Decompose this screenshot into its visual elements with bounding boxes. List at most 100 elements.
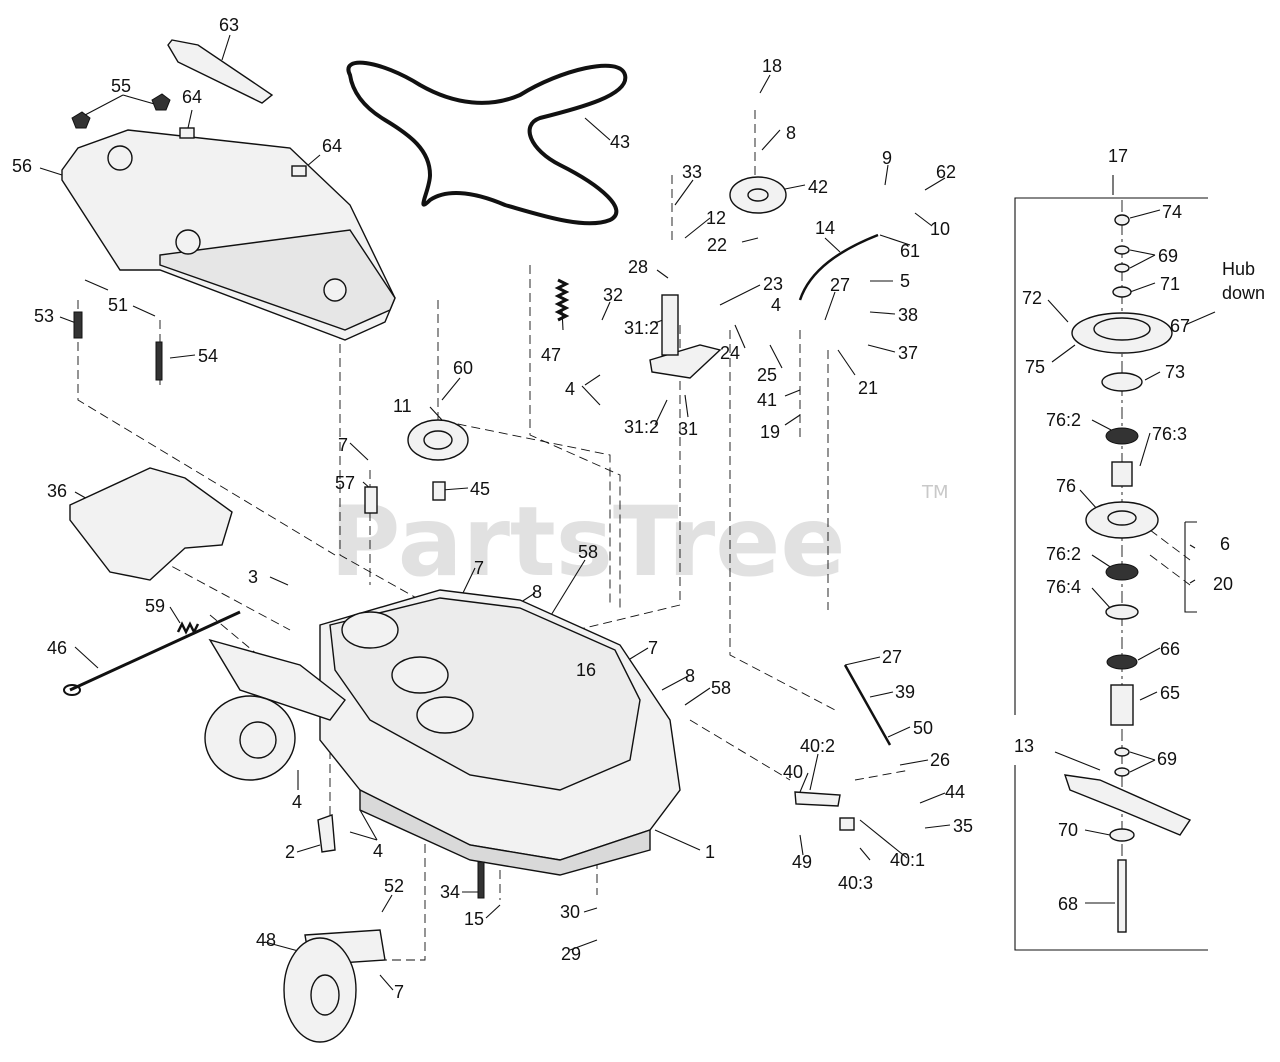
callout-46: 46 bbox=[47, 638, 67, 658]
callout-27: 27 bbox=[830, 275, 850, 295]
callout-39: 39 bbox=[895, 682, 915, 702]
callout-41: 41 bbox=[757, 390, 777, 410]
callout-48: 48 bbox=[256, 930, 276, 950]
callout-27: 27 bbox=[882, 647, 902, 667]
callout-76-2: 76:2 bbox=[1046, 544, 1081, 564]
callout-74: 74 bbox=[1162, 202, 1182, 222]
caster-arm bbox=[208, 638, 346, 721]
callout-31: 31 bbox=[678, 419, 698, 439]
callout-13: 13 bbox=[1014, 736, 1034, 756]
callout-76-3: 76:3 bbox=[1152, 424, 1187, 444]
watermark-trademark: TM bbox=[921, 482, 949, 503]
callout-76: 76 bbox=[1056, 476, 1076, 496]
callout-65: 65 bbox=[1160, 683, 1180, 703]
callout-29: 29 bbox=[561, 944, 581, 964]
spring-59 bbox=[176, 621, 200, 635]
callout-8: 8 bbox=[786, 123, 796, 143]
callout-70: 70 bbox=[1058, 820, 1078, 840]
callout-12: 12 bbox=[706, 208, 726, 228]
callout-63: 63 bbox=[219, 15, 239, 35]
callout-4: 4 bbox=[373, 841, 383, 861]
callout-4: 4 bbox=[771, 295, 781, 315]
callout-3: 3 bbox=[248, 567, 258, 587]
callout-38: 38 bbox=[898, 305, 918, 325]
callout-58: 58 bbox=[711, 678, 731, 698]
callout-20: 20 bbox=[1213, 574, 1233, 594]
knob-55b bbox=[151, 93, 171, 111]
callout-31-2: 31:2 bbox=[624, 417, 659, 437]
rod-39 bbox=[843, 664, 892, 746]
callout-75: 75 bbox=[1025, 357, 1045, 377]
callout-7: 7 bbox=[338, 435, 348, 455]
callout-16: 16 bbox=[576, 660, 596, 680]
callout-33: 33 bbox=[682, 162, 702, 182]
callout-37: 37 bbox=[898, 343, 918, 363]
callout-51: 51 bbox=[108, 295, 128, 315]
callout-62: 62 bbox=[936, 162, 956, 182]
callout-18: 18 bbox=[762, 56, 782, 76]
note-hub-line2: down bbox=[1222, 283, 1265, 303]
callout-40-1: 40:1 bbox=[890, 850, 925, 870]
leader-lines bbox=[39, 34, 1216, 991]
callout-21: 21 bbox=[858, 378, 878, 398]
knob-55a bbox=[71, 111, 91, 129]
callout-59: 59 bbox=[145, 596, 165, 616]
callout-47: 47 bbox=[541, 345, 561, 365]
decal-63 bbox=[167, 39, 274, 104]
callout-24: 24 bbox=[720, 343, 740, 363]
callout-71: 71 bbox=[1160, 274, 1180, 294]
callout-54: 54 bbox=[198, 346, 218, 366]
callout-52: 52 bbox=[384, 876, 404, 896]
callout-76-2: 76:2 bbox=[1046, 410, 1081, 430]
callout-36: 36 bbox=[47, 481, 67, 501]
callout-22: 22 bbox=[707, 235, 727, 255]
watermark-text: PartsTree bbox=[330, 486, 845, 598]
callout-40-2: 40:2 bbox=[800, 736, 835, 756]
callout-44: 44 bbox=[945, 782, 965, 802]
callout-58: 58 bbox=[578, 542, 598, 562]
callout-69: 69 bbox=[1158, 246, 1178, 266]
bracket-2 bbox=[317, 814, 336, 853]
callout-4: 4 bbox=[292, 792, 302, 812]
callout-40: 40 bbox=[783, 762, 803, 782]
callout-10: 10 bbox=[930, 219, 950, 239]
callout-64: 64 bbox=[322, 136, 342, 156]
rod-46 bbox=[69, 610, 241, 692]
callout-56: 56 bbox=[12, 156, 32, 176]
callout-57: 57 bbox=[335, 473, 355, 493]
callout-23: 23 bbox=[763, 274, 783, 294]
callout-34: 34 bbox=[440, 882, 460, 902]
callout-64: 64 bbox=[182, 87, 202, 107]
callout-67: 67 bbox=[1170, 316, 1190, 336]
callout-4: 4 bbox=[565, 379, 575, 399]
callout-31-2: 31:2 bbox=[624, 318, 659, 338]
callout-55: 55 bbox=[111, 76, 131, 96]
callout-19: 19 bbox=[760, 422, 780, 442]
bracket-40 bbox=[794, 791, 841, 807]
callout-42: 42 bbox=[808, 177, 828, 197]
callout-61: 61 bbox=[900, 241, 920, 261]
callout-14: 14 bbox=[815, 218, 835, 238]
callout-5: 5 bbox=[900, 271, 910, 291]
note-hub-line1: Hub bbox=[1222, 259, 1255, 279]
callout-69: 69 bbox=[1157, 749, 1177, 769]
callout-32: 32 bbox=[603, 285, 623, 305]
callout-60: 60 bbox=[453, 358, 473, 378]
callout-72: 72 bbox=[1022, 288, 1042, 308]
callout-28: 28 bbox=[628, 257, 648, 277]
callout-40-3: 40:3 bbox=[838, 873, 873, 893]
callout-50: 50 bbox=[913, 718, 933, 738]
callout-labels: 63 55 64 64 56 51 53 54 43 18 8 33 42 9 … bbox=[12, 15, 1265, 1002]
callout-66: 66 bbox=[1160, 639, 1180, 659]
callout-43: 43 bbox=[610, 132, 630, 152]
callout-9: 9 bbox=[882, 148, 892, 168]
callout-6: 6 bbox=[1220, 534, 1230, 554]
drive-belt-43 bbox=[346, 60, 628, 226]
callout-7: 7 bbox=[648, 638, 658, 658]
callout-7: 7 bbox=[474, 558, 484, 578]
callout-11: 11 bbox=[393, 396, 412, 416]
callout-8: 8 bbox=[685, 666, 695, 686]
callout-30: 30 bbox=[560, 902, 580, 922]
callout-53: 53 bbox=[34, 306, 54, 326]
rod-14 bbox=[798, 233, 879, 301]
